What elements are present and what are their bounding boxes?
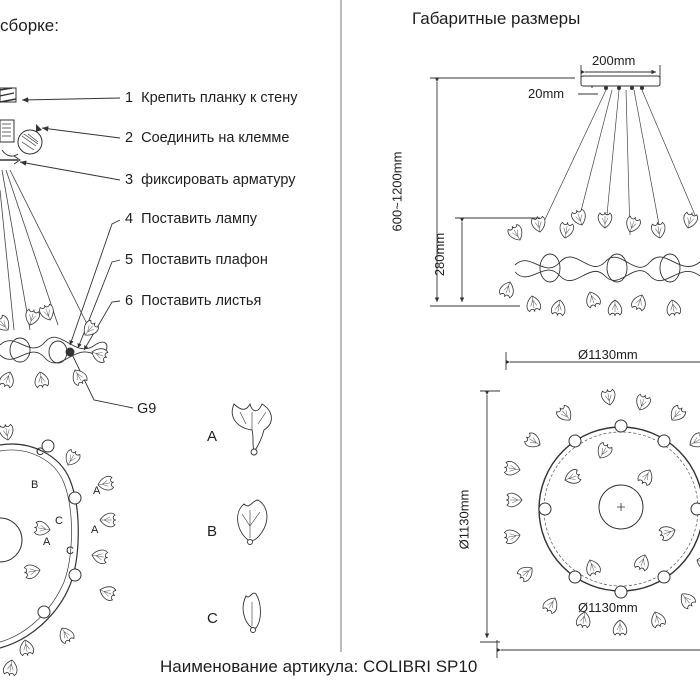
- canopy-width-label: 200mm: [592, 53, 636, 68]
- side-view-fixture: [514, 253, 700, 283]
- step-4-number: 4: [125, 211, 134, 227]
- suspension-cables: [0, 169, 91, 331]
- ring-letter-5: A: [91, 524, 99, 536]
- step-leaders: [19, 97, 134, 409]
- step-2-text: Соединить на клемме: [141, 130, 290, 146]
- article-name: Наименование артикула: COLIBRI SP10: [160, 657, 478, 676]
- step-1-number: 1: [125, 90, 134, 106]
- assembly-side-view: [0, 336, 108, 364]
- fixture-screw-icon: [0, 155, 21, 165]
- ring-letter-2: B: [31, 479, 39, 491]
- ring-letter-4: C: [55, 515, 63, 527]
- step-3-number: 3: [125, 172, 134, 188]
- step-5-text: Поставить плафон: [141, 252, 268, 268]
- canopy-icon: [580, 75, 661, 90]
- side-view-leaves: [497, 207, 700, 318]
- lamp-label: G9: [137, 401, 157, 417]
- ring-letter-1: C: [36, 446, 44, 458]
- side-view-cables: [539, 89, 696, 236]
- step-3-text: фиксировать арматуру: [141, 172, 296, 188]
- step-2-number: 2: [125, 130, 134, 146]
- leaf-label-b: B: [207, 523, 218, 540]
- ring-letter-6: A: [43, 536, 51, 548]
- leaf-type-c-icon: [242, 592, 261, 633]
- dimension-lines-side: [430, 65, 700, 370]
- step-1: 1 Крепить планку к стену: [125, 90, 297, 106]
- ring-letter-7: C: [66, 545, 74, 557]
- step-6-text: Поставить листья: [141, 293, 262, 309]
- step-4-text: Поставить лампу: [141, 211, 258, 227]
- step-4: 4 Поставить лампу: [125, 211, 257, 227]
- step-5-number: 5: [125, 252, 134, 268]
- assembly-top-view: [0, 422, 118, 678]
- leaf-label-c: C: [207, 610, 218, 627]
- top-diameter-h-label: Ø1130mm: [578, 600, 638, 615]
- dimensions-heading: Габаритные размеры: [412, 9, 581, 28]
- step-5: 5 Поставить плафон: [125, 252, 268, 268]
- step-6-number: 6: [125, 293, 134, 309]
- terminal-block-icon: [0, 119, 43, 157]
- leaf-type-a-icon: [231, 402, 272, 456]
- step-1-text: Крепить планку к стену: [141, 90, 298, 106]
- dimension-lines-top: [480, 390, 700, 658]
- ring-letter-3: A: [93, 485, 101, 497]
- leaf-label-a: A: [207, 428, 218, 445]
- step-3: 3 фиксировать арматуру: [125, 172, 296, 188]
- step-2: 2 Соединить на клемме: [125, 130, 289, 146]
- leaf-type-b-icon: [237, 499, 268, 545]
- side-width-label: Ø1130mm: [578, 347, 638, 362]
- canopy-height-label: 20mm: [528, 86, 565, 101]
- wall-bracket-icon: [0, 87, 17, 103]
- top-view-fixture: [538, 419, 700, 599]
- step-6: 6 Поставить листья: [125, 293, 261, 309]
- assembly-heading: сборке:: [0, 16, 59, 35]
